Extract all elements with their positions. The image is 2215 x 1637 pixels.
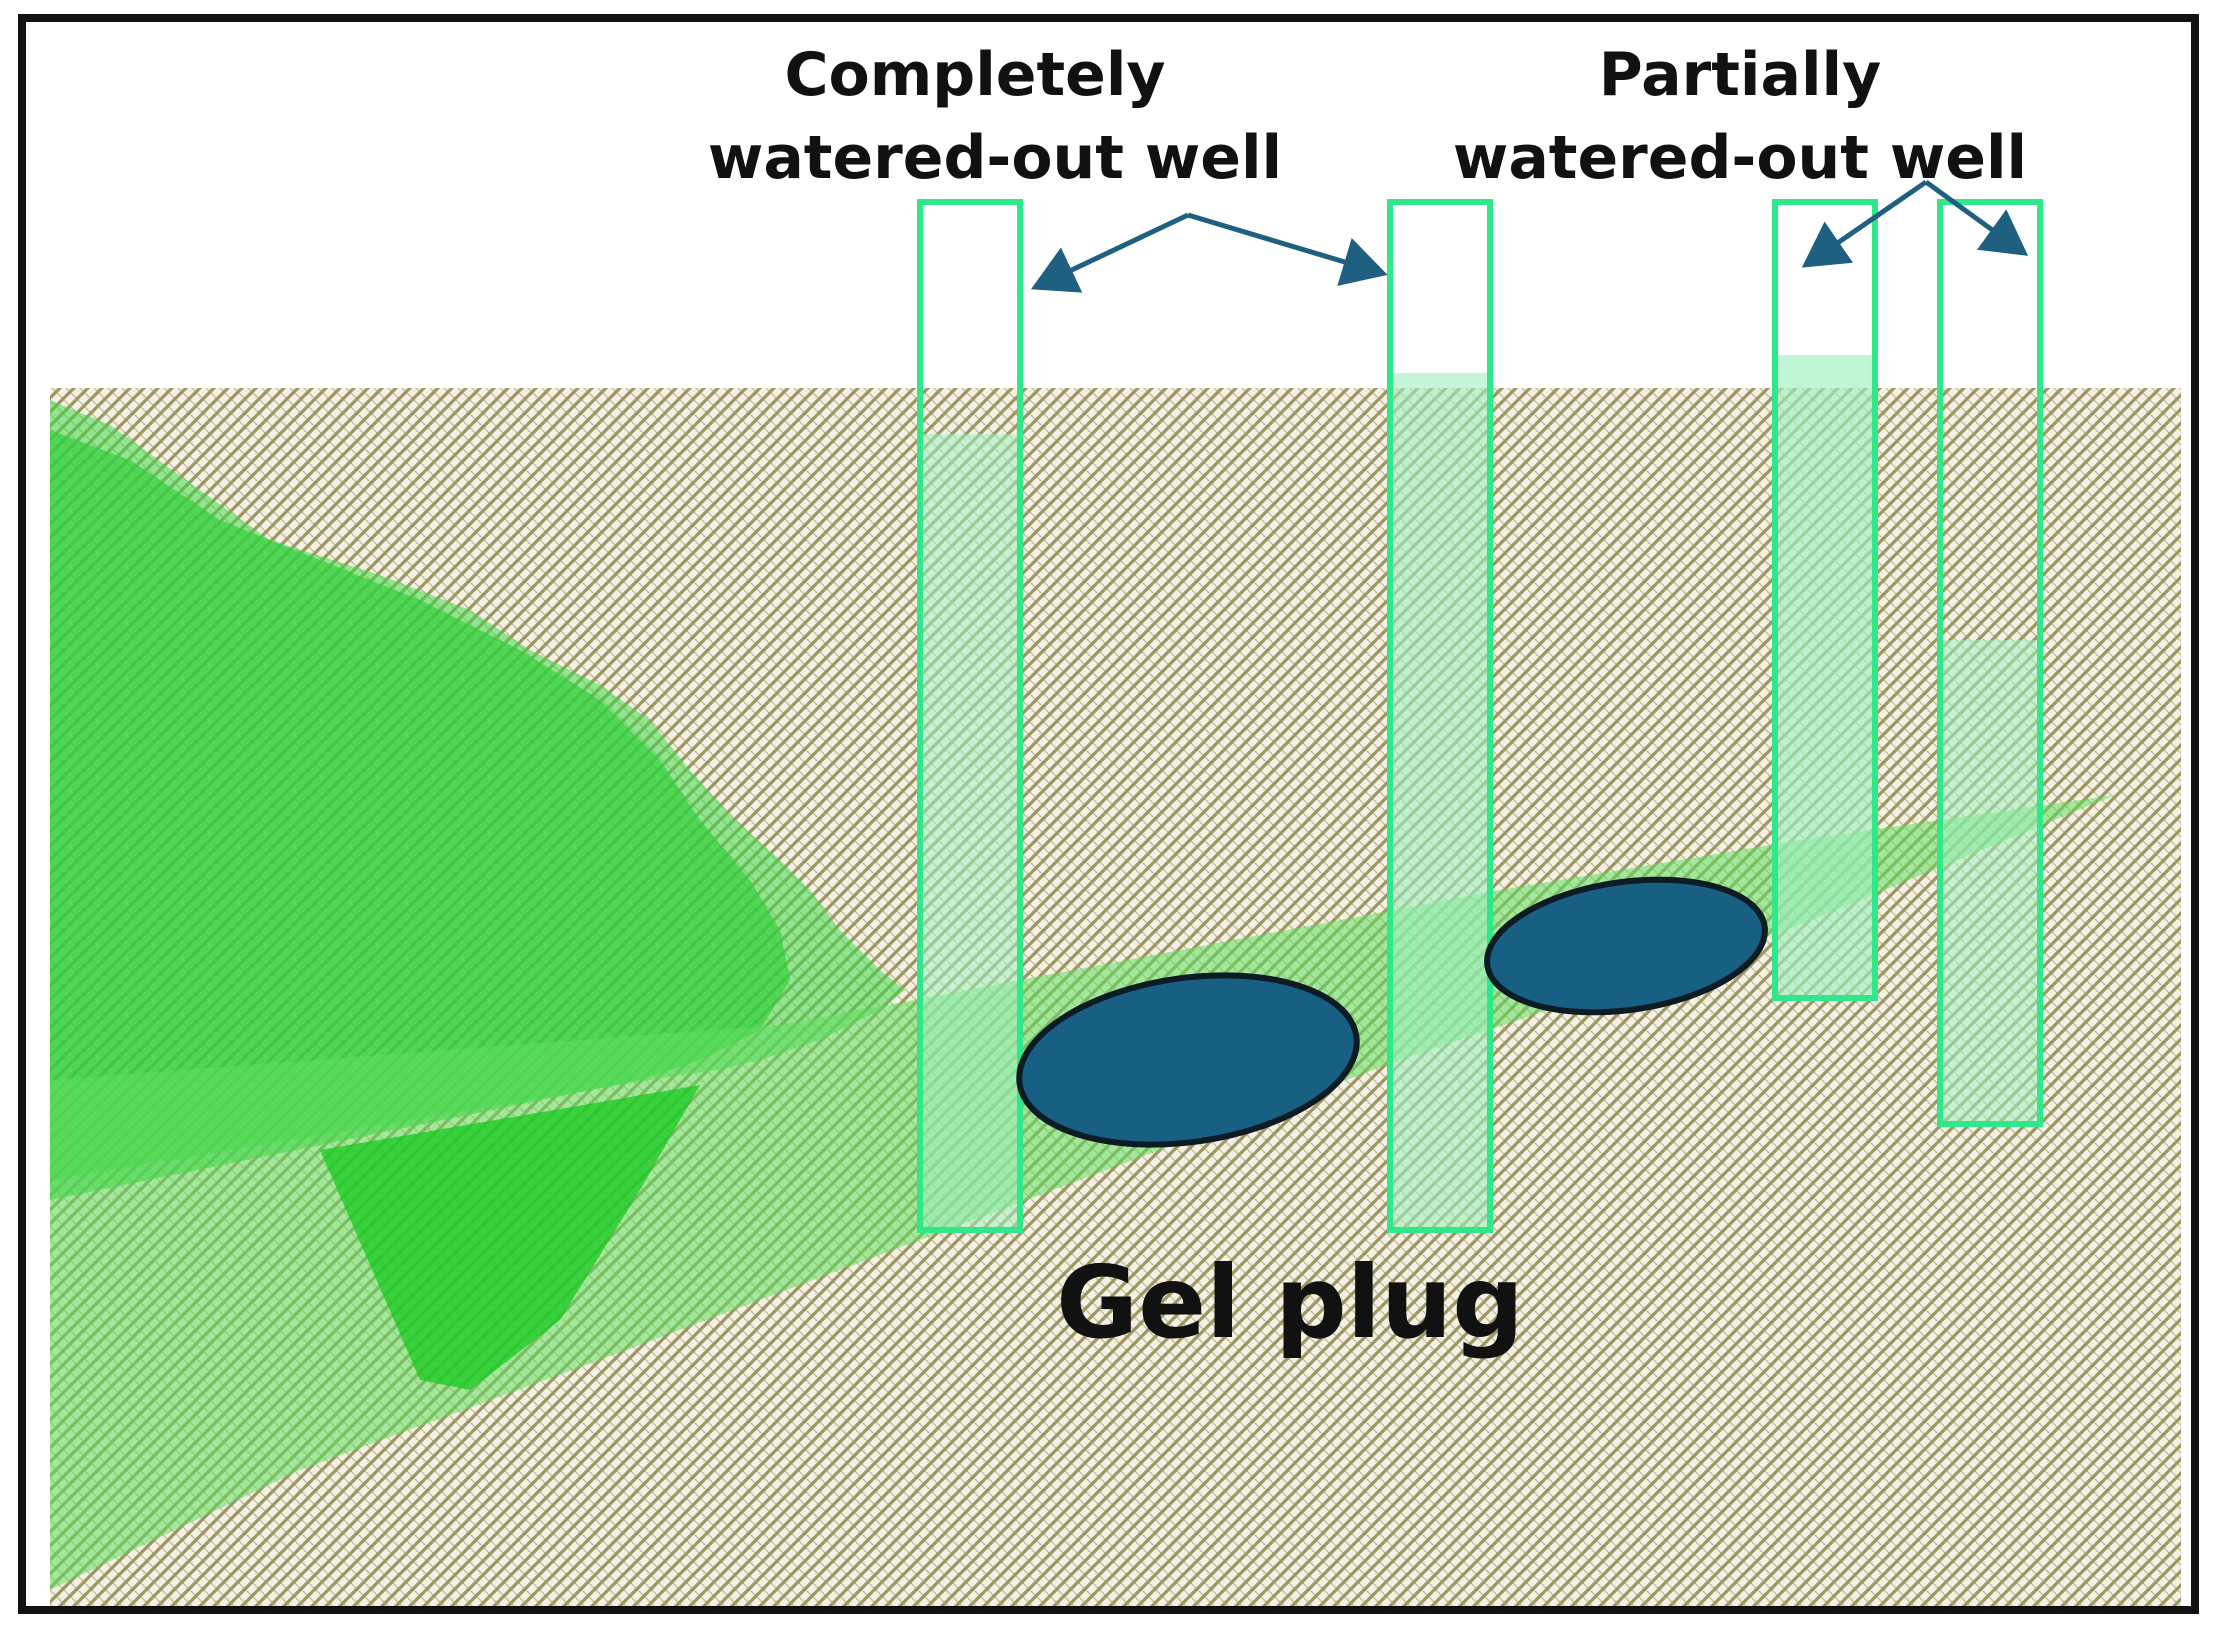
arrow-icon	[1030, 212, 1388, 293]
well-1-casing	[917, 199, 1023, 1233]
well-1-water	[920, 434, 1020, 1230]
well-4-water	[1940, 640, 2040, 1124]
frame-border	[18, 14, 2199, 1614]
label-gel-plug: Gel plug	[1056, 1244, 1524, 1361]
arrow-icon	[1801, 179, 2029, 268]
label-completely-line1: Completely	[784, 40, 1165, 110]
water-zone	[50, 400, 2115, 1590]
well-2-water	[1390, 373, 1490, 1230]
gel-plug-left	[1016, 972, 1360, 1148]
well-3	[1772, 199, 1878, 1001]
water-plume-middle	[50, 430, 790, 1200]
well-2	[1387, 199, 1493, 1233]
well-3-casing	[1772, 199, 1878, 1001]
arrow-icon	[1801, 179, 1928, 268]
well-2-casing	[1387, 199, 1493, 1233]
label-partially-line1: Partially	[1599, 40, 1881, 110]
label-completely-line2: watered-out well	[708, 123, 1282, 193]
arrow-icon	[1030, 212, 1190, 293]
well-1	[917, 199, 1023, 1233]
arrow-icon	[1924, 179, 2029, 256]
well-3-water	[1775, 355, 1875, 998]
gel-plug-right	[1484, 876, 1768, 1016]
water-core	[320, 1085, 700, 1390]
well-4-casing	[1937, 199, 2043, 1127]
label-partially-line2: watered-out well	[1453, 123, 2027, 193]
well-4	[1937, 199, 2043, 1127]
arrow-icon	[1187, 212, 1388, 286]
